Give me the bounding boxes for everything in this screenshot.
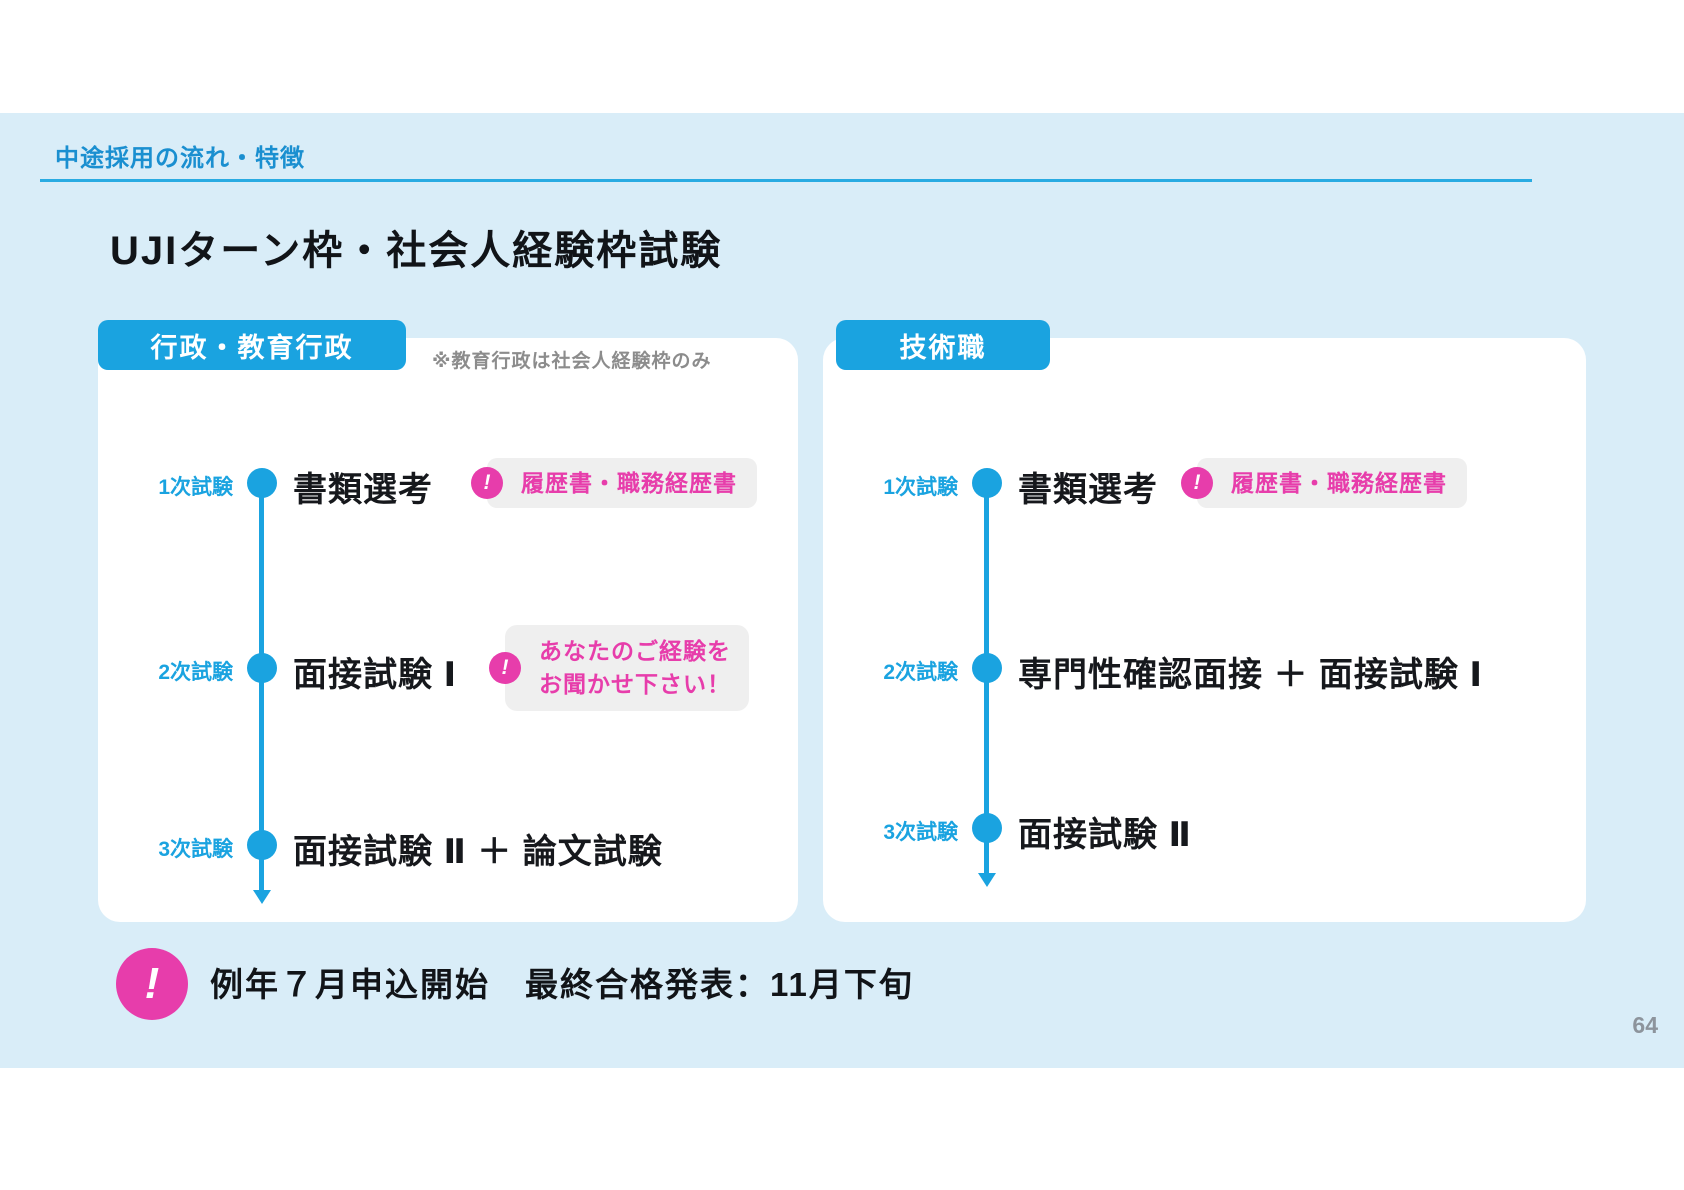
card-administrative-note: ※教育行政は社会人経験枠のみ [432, 351, 712, 372]
slide-eyebrow: 中途採用の流れ・特徴 [55, 145, 305, 172]
timeline-dot [972, 468, 1002, 498]
page-number: 64 [1632, 1012, 1658, 1038]
step-title: 専門性確認面接 ＋ 面接試験 Ⅰ [1018, 656, 1483, 694]
step-title: 書類選考 [293, 471, 433, 509]
step-label: 1次試験 [883, 476, 958, 499]
alert-icon: ! [471, 467, 503, 499]
step-label: 2次試験 [883, 661, 958, 684]
step-title: 書類選考 [1018, 471, 1158, 509]
card-technical [823, 338, 1586, 922]
alert-icon: ! [1181, 467, 1213, 499]
step-label: 2次試験 [158, 661, 233, 684]
timeline-dot [247, 830, 277, 860]
card-administrative-badge: 行政・教育行政 [98, 320, 406, 370]
timeline-dot [972, 813, 1002, 843]
page-title: UJIターン枠・社会人経験枠試験 [110, 229, 723, 273]
alert-icon: ! [489, 652, 521, 684]
header-rule [40, 179, 1532, 182]
step-callout: あなたのご経験を お聞かせ下さい！ [505, 625, 749, 711]
step-callout: 履歴書・職務経歴書 [487, 458, 757, 508]
step-title: 面接試験 Ⅰ [293, 656, 458, 694]
timeline-dot [247, 653, 277, 683]
step-title: 面接試験 Ⅱ [1018, 816, 1192, 854]
footnote-text: 例年７月申込開始 最終合格発表：11月下旬 [210, 966, 914, 1003]
card-technical-badge: 技術職 [836, 320, 1050, 370]
alert-icon: ! [116, 948, 188, 1020]
timeline-dot [972, 653, 1002, 683]
step-title: 面接試験 Ⅱ ＋ 論文試験 [293, 833, 663, 871]
step-label: 3次試験 [883, 821, 958, 844]
timeline-dot [247, 468, 277, 498]
timeline-line [259, 483, 264, 890]
step-label: 3次試験 [158, 838, 233, 861]
step-label: 1次試験 [158, 476, 233, 499]
arrow-down-icon [978, 873, 996, 887]
arrow-down-icon [253, 890, 271, 904]
step-callout: 履歴書・職務経歴書 [1197, 458, 1467, 508]
